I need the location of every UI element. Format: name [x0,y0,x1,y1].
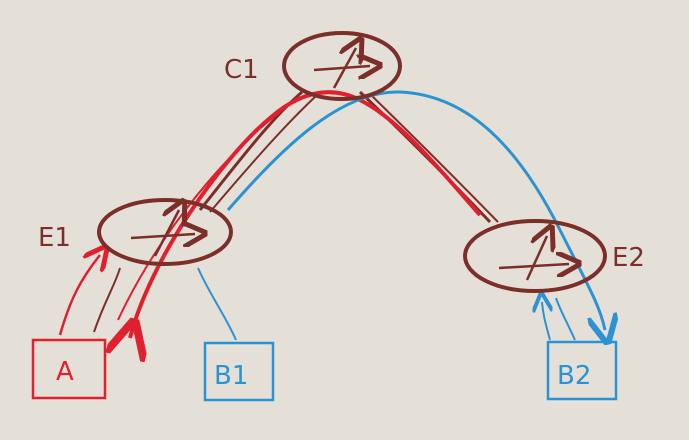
blue-path-main [226,90,605,330]
router-c1[interactable] [282,31,402,101]
router-e1[interactable] [97,200,233,266]
link-e1-c1 [198,90,303,211]
blue-path [197,90,605,341]
host-a-box [31,338,107,400]
label-e1: E1 [38,223,71,253]
router-icon [313,48,370,89]
router-e2-body [463,219,607,293]
label-a: A [56,357,74,387]
router-icon [498,236,569,281]
router-e2[interactable] [463,219,607,293]
blue-path-b2-up2 [555,297,576,341]
router-c1-body [282,31,402,101]
link-a-e1 [93,267,121,333]
host-b1-box [203,341,275,402]
link-e1-c1-b [209,95,317,213]
label-b2: B2 [557,361,591,391]
label-b1: B1 [214,361,248,391]
label-c1: C1 [224,55,259,85]
blue-path-b2-up [542,302,550,341]
host-b2-box [546,340,618,401]
router-icon [130,210,195,257]
red-path-thin [117,111,281,321]
links [93,90,499,333]
label-e2: E2 [612,243,645,273]
red-path-up [58,255,100,336]
link-c1-e2-b [371,95,499,223]
red-path-loop [130,90,482,338]
blue-path-e1-b1 [197,267,237,341]
red-path [58,90,482,338]
